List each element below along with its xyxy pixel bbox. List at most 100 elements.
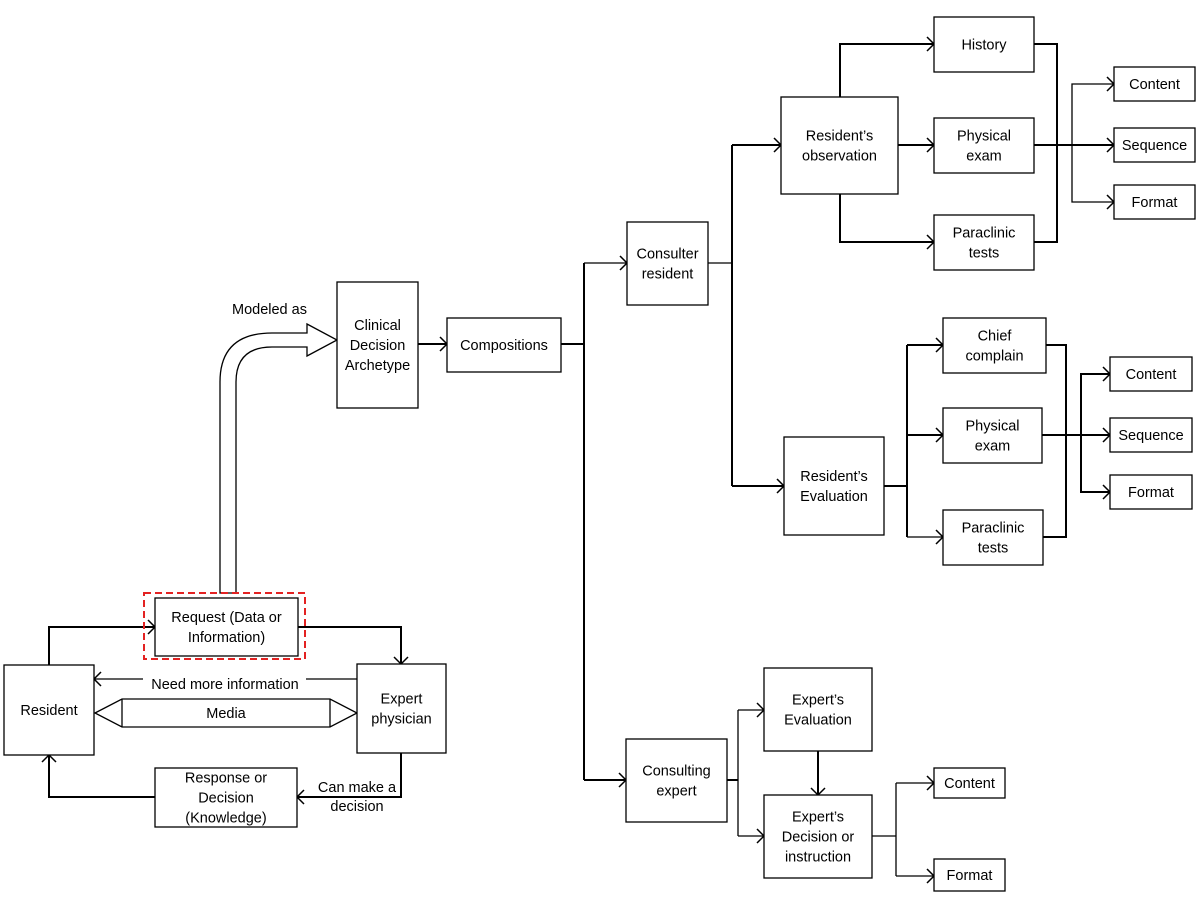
node-label: Evaluation bbox=[784, 713, 852, 729]
node-label: expert bbox=[656, 784, 696, 800]
node-box bbox=[1109, 356, 1193, 392]
node-box bbox=[933, 117, 1035, 174]
node-box bbox=[780, 96, 899, 195]
node-label: Archetype bbox=[345, 358, 410, 374]
node-box bbox=[942, 509, 1044, 566]
can-make-decision-label-line1: Can make a bbox=[318, 780, 397, 796]
node-sequence-1: Sequence bbox=[1113, 127, 1196, 163]
node-label: Format bbox=[1132, 195, 1178, 211]
node-label: Information) bbox=[188, 630, 265, 646]
node-label: Decision bbox=[198, 791, 254, 807]
connectors bbox=[41, 36, 1116, 884]
obs-to-history bbox=[839, 43, 934, 97]
node-box bbox=[154, 597, 299, 657]
node-paraclinic-tests-1: Paraclinic tests bbox=[933, 214, 1035, 271]
node-label: tests bbox=[978, 541, 1009, 557]
node-label: Clinical bbox=[354, 318, 401, 334]
node-consulting-expert: Consulting expert bbox=[625, 738, 728, 823]
modeled-as-arrow bbox=[219, 322, 339, 594]
node-label: Physical bbox=[957, 129, 1011, 145]
obs-to-paraclinic bbox=[839, 194, 934, 243]
node-label: Consulting bbox=[642, 764, 711, 780]
node-label: (Knowledge) bbox=[185, 811, 266, 827]
node-label: Content bbox=[1126, 367, 1177, 383]
node-label: Expert bbox=[381, 692, 423, 708]
node-label: Sequence bbox=[1122, 138, 1187, 154]
node-box bbox=[942, 317, 1047, 374]
node-box bbox=[3, 664, 95, 756]
node-compositions: Compositions bbox=[446, 317, 562, 373]
node-box bbox=[783, 436, 885, 536]
node-resident: Resident bbox=[3, 664, 95, 756]
node-box bbox=[763, 667, 873, 752]
can-make-decision-label-line2: decision bbox=[330, 799, 383, 815]
node-label: History bbox=[961, 38, 1007, 54]
node-request: Request (Data or Information) bbox=[154, 597, 299, 657]
node-box bbox=[1109, 474, 1193, 510]
need-more-info-label-bg bbox=[143, 674, 306, 692]
node-label: Paraclinic bbox=[953, 226, 1016, 242]
node-history: History bbox=[933, 16, 1035, 73]
node-label: Expert’s bbox=[792, 810, 844, 826]
node-box bbox=[154, 767, 298, 828]
request-to-expert bbox=[298, 626, 402, 664]
node-box bbox=[336, 281, 419, 409]
node-box bbox=[933, 16, 1035, 73]
node-label: Chief bbox=[978, 329, 1013, 345]
node-format-3: Format bbox=[933, 858, 1006, 892]
node-box bbox=[933, 214, 1035, 271]
node-label: Request (Data or bbox=[171, 610, 282, 626]
node-sequence-2: Sequence bbox=[1109, 417, 1193, 453]
node-label: Resident’s bbox=[800, 469, 867, 485]
node-label: Sequence bbox=[1118, 428, 1183, 444]
need-more-information-label: Need more information bbox=[151, 677, 299, 693]
response-to-resident bbox=[48, 755, 155, 798]
node-box bbox=[933, 767, 1006, 799]
node-box bbox=[1113, 127, 1196, 163]
media-label: Media bbox=[206, 706, 246, 722]
modeled-as-label: Modeled as bbox=[232, 302, 307, 318]
node-label: Paraclinic bbox=[962, 521, 1025, 537]
node-label: resident bbox=[642, 267, 694, 283]
node-label: tests bbox=[969, 246, 1000, 262]
node-box bbox=[1109, 417, 1193, 453]
node-paraclinic-tests-2: Paraclinic tests bbox=[942, 509, 1044, 566]
node-box bbox=[626, 221, 709, 306]
node-label: Expert’s bbox=[792, 693, 844, 709]
node-content-1: Content bbox=[1113, 66, 1196, 102]
node-format-1: Format bbox=[1113, 184, 1196, 220]
node-consulter-resident: Consulter resident bbox=[626, 221, 709, 306]
node-chief-complain: Chief complain bbox=[942, 317, 1047, 374]
node-label: instruction bbox=[785, 850, 851, 866]
node-label: Evaluation bbox=[800, 489, 868, 505]
node-label: Resident bbox=[20, 703, 77, 719]
eval-content-format-bracket bbox=[1080, 373, 1110, 493]
obs-content-format-bracket bbox=[1071, 83, 1114, 203]
eval-merge bbox=[1043, 344, 1067, 538]
node-content-3: Content bbox=[933, 767, 1006, 799]
node-label: Content bbox=[944, 776, 995, 792]
node-box bbox=[625, 738, 728, 823]
node-label: exam bbox=[975, 439, 1010, 455]
node-label: complain bbox=[965, 349, 1023, 365]
request-highlight bbox=[143, 592, 306, 660]
node-box bbox=[933, 858, 1006, 892]
node-label: Response or bbox=[185, 771, 267, 787]
node-box bbox=[446, 317, 562, 373]
node-box bbox=[942, 407, 1043, 464]
node-label: Consulter bbox=[636, 247, 698, 263]
node-label: Compositions bbox=[460, 338, 548, 354]
node-label: Content bbox=[1129, 77, 1180, 93]
node-label: Format bbox=[947, 868, 993, 884]
node-label: Decision or bbox=[782, 830, 855, 846]
node-label: exam bbox=[966, 149, 1001, 165]
